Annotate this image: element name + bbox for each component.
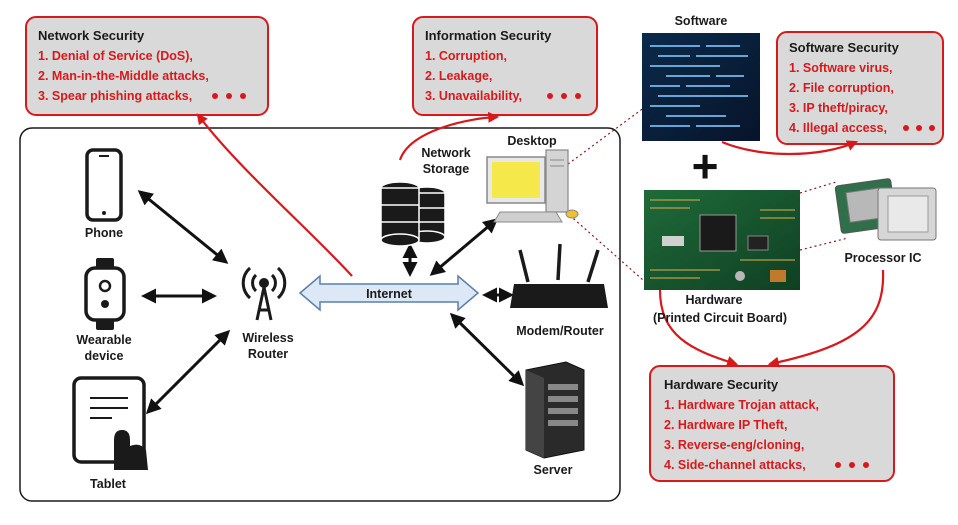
arrow-desktop-internet [429,218,499,276]
network-storage-label-line2: Storage [423,162,470,176]
software-code-image [642,33,760,141]
information-security-item-1: 1. Corruption, [425,49,507,63]
wireless-router-label-line2: Router [248,347,288,361]
arrow-storage-to-information-security [398,111,500,161]
more-dots-icon [903,125,935,131]
desktop-icon [486,149,579,223]
tablet-label: Tablet [90,477,127,491]
phone-icon [85,148,123,222]
information-security-box: Information Security 1. Corruption, 2. L… [412,16,598,116]
dotted-pcb-processor-top [799,181,837,194]
software-security-item-4: 4. Illegal access, [789,121,887,135]
hardware-security-item-3: 3. Reverse-eng/cloning, [664,438,804,452]
dotted-connectors [559,106,849,281]
hardware-security-box: Hardware Security 1. Hardware Trojan att… [649,365,895,482]
arrow-processor-to-hardware-security [767,269,885,368]
arrow-software-to-software-security [721,140,859,156]
server-icon [525,361,585,459]
processor-ic-image [834,178,937,241]
hardware-label-line2: (Printed Circuit Board) [653,311,787,325]
more-dots-icon [547,93,581,99]
threat-arrows [196,111,885,368]
software-security-item-3: 3. IP theft/piracy, [789,101,888,115]
software-security-item-1: 1. Software virus, [789,61,893,75]
hardware-security-item-4: 4. Side-channel attacks, [664,458,806,472]
network-storage-label-line1: Network [421,146,470,160]
dotted-desktop-software [559,106,646,171]
wireless-router-label-line1: Wireless [242,331,293,345]
information-security-item-2: 2. Leakage, [425,69,492,83]
hardware-security-item-2: 2. Hardware IP Theft, [664,418,787,432]
hardware-security-item-1: 1. Hardware Trojan attack, [664,398,819,412]
pcb-image [644,190,800,290]
network-security-item-1: 1. Denial of Service (DoS), [38,49,193,63]
dotted-pcb-processor-bottom [799,237,849,251]
arrow-tablet-router [145,329,231,415]
plus-sign: + [692,140,719,192]
server-label: Server [534,463,573,477]
wearable-icon [84,258,126,330]
hardware-security-title: Hardware Security [664,377,779,392]
internet-label: Internet [366,287,413,301]
network-security-box: Network Security 1. Denial of Service (D… [25,16,269,116]
modem-router-icon [510,243,608,308]
dotted-desktop-hardware [565,211,644,281]
arrow-phone-router [137,190,229,264]
network-storage-icon [380,181,446,247]
software-security-title: Software Security [789,40,900,55]
arrow-internet-server [449,312,525,387]
more-dots-icon [212,93,246,99]
more-dots-icon [835,462,869,468]
network-security-item-3: 3. Spear phishing attacks, [38,89,192,103]
tablet-icon [72,376,148,470]
connection-arrows [137,190,525,415]
software-label: Software [675,14,728,28]
internet-link: Internet [298,274,480,312]
network-security-item-2: 2. Man-in-the-Middle attacks, [38,69,209,83]
arrow-hardware-to-hardware-security [658,289,739,367]
processor-ic-label: Processor IC [844,251,921,265]
software-security-box: Software Security 1. Software virus, 2. … [776,31,944,145]
phone-label: Phone [85,226,123,240]
network-security-title: Network Security [38,28,145,43]
software-security-item-2: 2. File corruption, [789,81,894,95]
wearable-label-line2: device [85,349,124,363]
wearable-label-line1: Wearable [76,333,131,347]
network-frame [19,127,621,502]
desktop-label: Desktop [507,134,557,148]
hardware-label-line1: Hardware [686,293,743,307]
modem-router-label: Modem/Router [516,324,604,338]
information-security-title: Information Security [425,28,552,43]
arrow-internet-to-network-security [196,113,353,277]
information-security-item-3: 3. Unavailability, [425,89,522,103]
wireless-router-icon [241,266,287,321]
